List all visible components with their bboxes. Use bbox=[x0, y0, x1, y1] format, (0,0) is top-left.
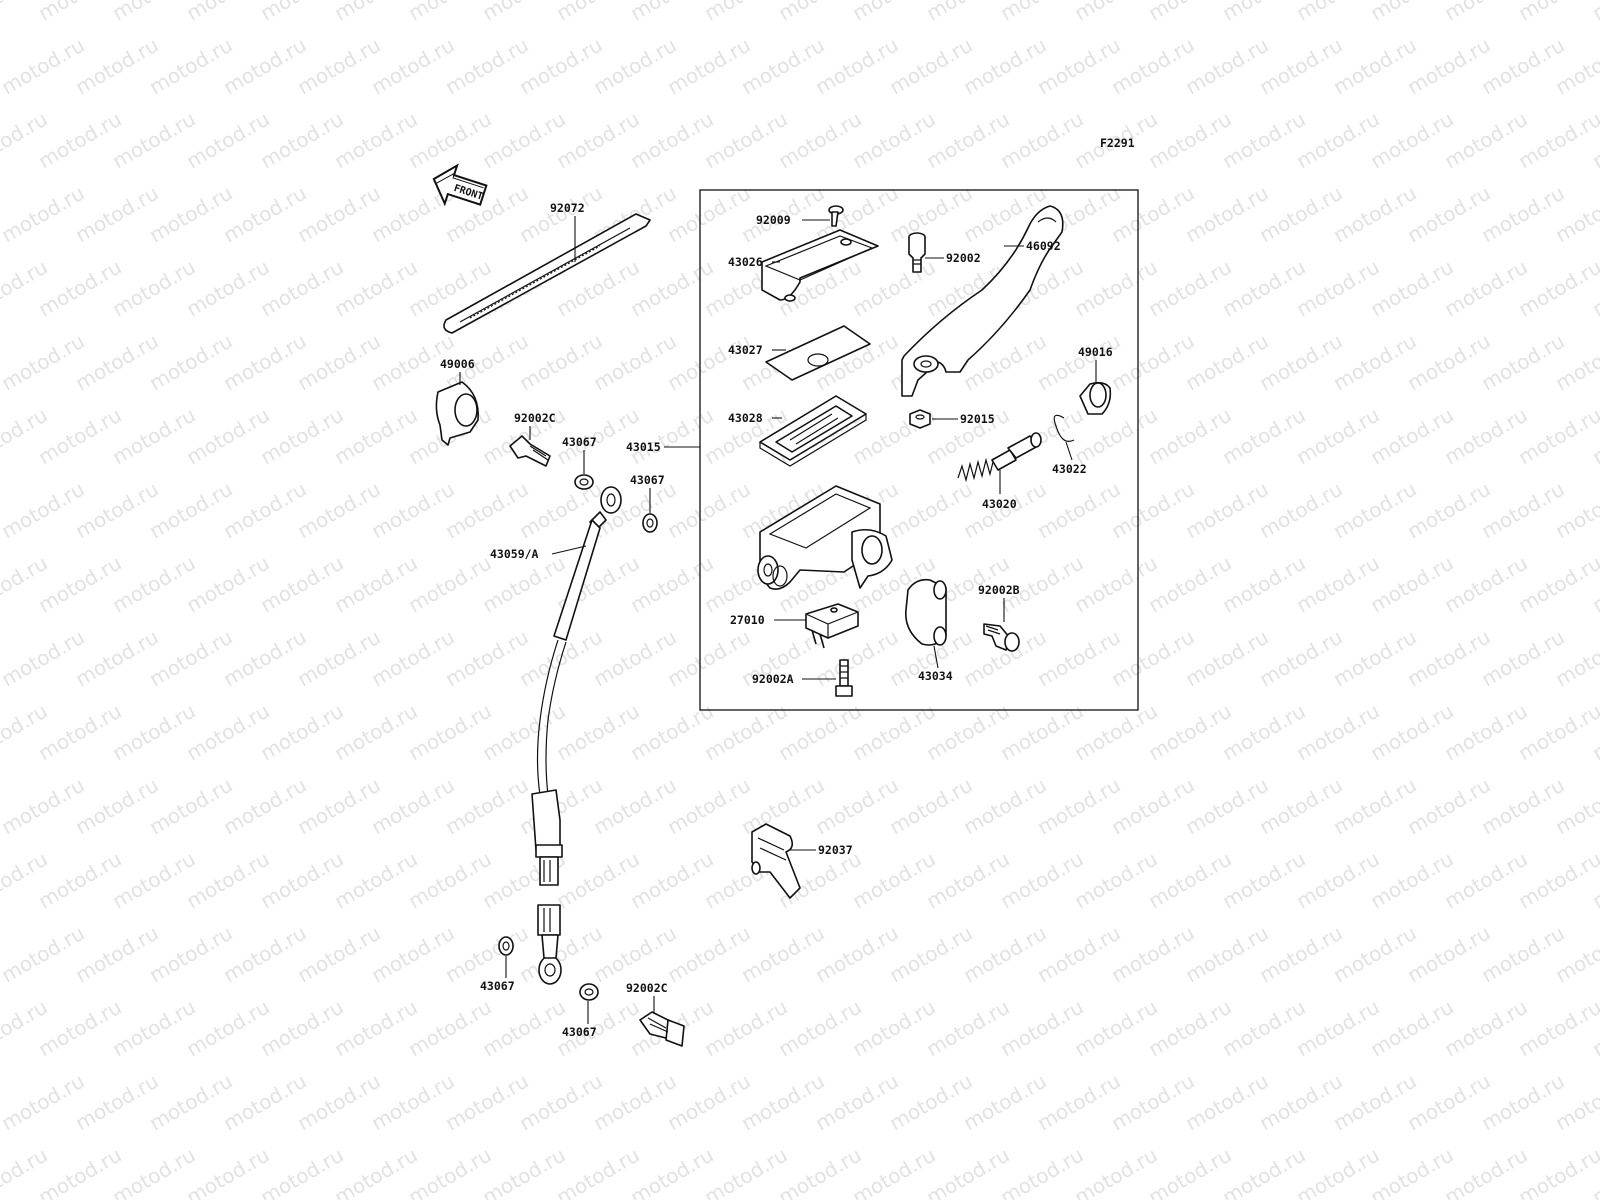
diaphragm-plate-part bbox=[765, 325, 871, 381]
circlip-part bbox=[1053, 414, 1075, 442]
label-92002C-bottom: 92002C bbox=[626, 981, 668, 995]
label-92015: 92015 bbox=[960, 412, 995, 426]
pivot-nut-part bbox=[909, 409, 931, 429]
brake-lever-part bbox=[901, 205, 1064, 397]
brake-hose-part bbox=[531, 486, 622, 985]
figure-code: F2291 bbox=[1100, 136, 1135, 150]
label-43026: 43026 bbox=[728, 255, 763, 269]
rubber-cap-part bbox=[435, 381, 479, 446]
label-43067-c: 43067 bbox=[480, 979, 515, 993]
switch-screw-part bbox=[835, 659, 853, 697]
label-43015: 43015 bbox=[626, 440, 661, 454]
diaphragm-part bbox=[759, 395, 867, 467]
brake-switch-part bbox=[805, 603, 859, 649]
master-cylinder-assembly-box bbox=[699, 189, 1139, 711]
label-92037: 92037 bbox=[818, 843, 853, 857]
dust-boot-part bbox=[1079, 381, 1112, 415]
label-92002A: 92002A bbox=[752, 672, 794, 686]
pivot-bolt-part bbox=[908, 232, 926, 273]
front-arrow-icon: FRONT bbox=[432, 163, 488, 207]
master-cylinder-body-part bbox=[757, 485, 893, 590]
banjo-bolt-part bbox=[509, 435, 551, 467]
label-43028: 43028 bbox=[728, 411, 763, 425]
label-49016: 49016 bbox=[1078, 345, 1113, 359]
clamp-bolt-part bbox=[983, 623, 1020, 652]
label-43034: 43034 bbox=[918, 669, 953, 683]
label-92002: 92002 bbox=[946, 251, 981, 265]
washer-part-c bbox=[498, 936, 514, 956]
label-43067-d: 43067 bbox=[562, 1025, 597, 1039]
label-92009: 92009 bbox=[756, 213, 791, 227]
label-43059A: 43059/A bbox=[490, 547, 539, 561]
label-92072: 92072 bbox=[550, 201, 585, 215]
washer-part-b bbox=[642, 513, 658, 533]
reservoir-cap-part bbox=[761, 229, 879, 302]
label-43067-a: 43067 bbox=[562, 435, 597, 449]
label-43022: 43022 bbox=[1052, 462, 1087, 476]
label-49006: 49006 bbox=[440, 357, 475, 371]
label-43027: 43027 bbox=[728, 343, 763, 357]
holder-clamp-part bbox=[905, 578, 947, 646]
label-43020: 43020 bbox=[982, 497, 1017, 511]
cable-tie-part bbox=[443, 213, 651, 334]
label-92002B: 92002B bbox=[978, 583, 1020, 597]
label-43067-b: 43067 bbox=[630, 473, 665, 487]
label-92002C-top: 92002C bbox=[514, 411, 556, 425]
washer-part-d bbox=[579, 983, 599, 1001]
hose-clamp-part bbox=[751, 823, 801, 899]
label-46092: 46092 bbox=[1026, 239, 1061, 253]
screw-part bbox=[828, 205, 844, 227]
washer-part-a bbox=[574, 474, 594, 490]
label-27010: 27010 bbox=[730, 613, 765, 627]
banjo-bolt-part-bottom bbox=[639, 1011, 685, 1047]
piston-spring-part bbox=[957, 432, 1042, 483]
